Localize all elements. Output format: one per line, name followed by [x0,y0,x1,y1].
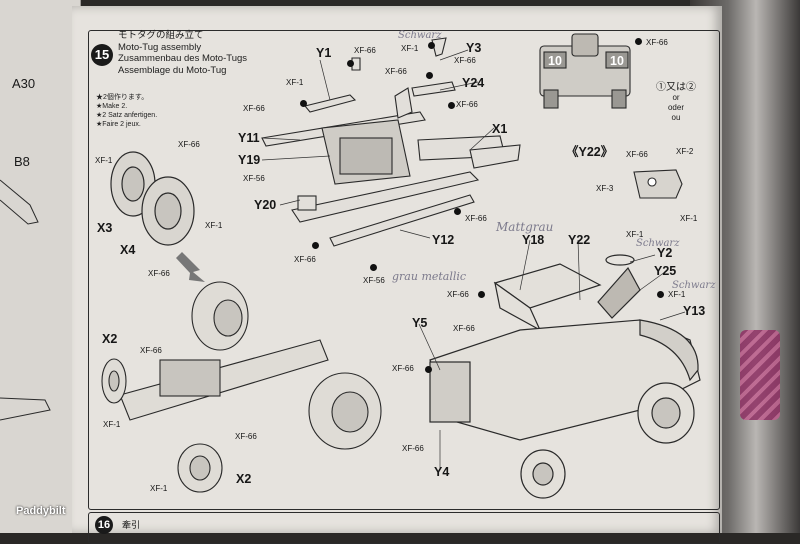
or-legend: ①又は② or oder ou [656,83,696,123]
part-label-y4: Y4 [434,465,450,479]
background-object [740,330,780,420]
step-frame [88,30,720,510]
next-step-title: 牽引 [122,520,141,530]
paint-xf66: XF-66 [354,46,376,55]
paint-dot [657,291,664,298]
paint-xf66: XF-66 [453,324,475,333]
paint-dot [300,100,307,107]
title-german: Zusammenbau des Moto-Tugs [118,53,248,64]
paint-xf1: XF-1 [95,156,113,165]
left-page: A30 B8 [0,0,81,533]
paint-dot [312,242,319,249]
paint-dot [454,208,461,215]
part-label-y5: Y5 [412,316,428,330]
note-en: ★Make 2. [96,103,128,110]
or-legend-fr: ou [671,113,681,122]
paint-dot [347,60,354,67]
title-japanese: モトタグの組み立て [118,30,204,41]
part-label-y24: Y24 [462,76,485,90]
paint-xf1: XF-1 [401,44,419,53]
part-label-y11: Y11 [238,131,260,145]
paint-xf66: XF-66 [626,150,648,159]
paint-xf56: XF-56 [243,174,265,183]
step-number-badge: 15 [91,44,113,66]
part-label-y13: Y13 [683,304,706,318]
top-view-marker-left: 10 [548,54,562,68]
paint-xf1: XF-1 [626,230,644,239]
part-label-y3: Y3 [466,41,482,55]
step-title: モトタグの組み立て Moto-Tug assembly Zusammenbau … [118,30,247,76]
top-view-marker-right: 10 [610,54,624,68]
part-label-b8: B8 [14,154,30,169]
note-de: ★2 Satz anfertigen. [96,112,158,119]
handwritten-schwarz: Schwarz [398,30,442,41]
paint-dot [370,264,377,271]
or-legend-de: oder [667,103,684,112]
paint-dot [426,72,433,79]
paint-xf66: XF-66 [454,56,476,65]
paint-xf1: XF-1 [680,214,698,223]
part-label-x4: X4 [120,243,136,257]
paint-xf66: XF-66 [646,38,668,47]
paint-dot [478,291,485,298]
paint-xf66: XF-66 [140,346,162,355]
paint-xf66: XF-66 [465,214,487,223]
note-ja: ★2個作ります。 [96,94,149,101]
assembly-notes: ★2個作ります。 ★Make 2. ★2 Satz anfertigen. ★F… [96,93,157,129]
part-label-a30: A30 [12,76,36,91]
title-english: Moto-Tug assembly [118,41,202,53]
part-label-x3: X3 [97,221,113,235]
paint-dot [425,366,432,373]
paint-dot [448,102,455,109]
title-french: Assemblage du Moto-Tug [118,64,227,76]
assembly-drawing [0,33,701,499]
part-label-y2: Y2 [657,246,673,260]
paint-xf66: XF-66 [392,364,414,373]
part-label-y1: Y1 [316,46,332,60]
photo-watermark: Paddybilt [16,505,66,517]
part-label-x2-top: X2 [102,332,118,346]
detail-label-y22: 《Y22》 [566,145,614,159]
paint-xf66: XF-66 [148,269,170,278]
paint-xf66: XF-66 [178,140,200,149]
part-label-y19: Y19 [238,153,261,167]
paint-xf1: XF-1 [205,221,223,230]
paint-xf1: XF-1 [150,484,168,493]
part-label-y18: Y18 [522,233,545,247]
paint-xf1: XF-1 [103,420,121,429]
paint-dot [635,38,642,45]
paint-xf1: XF-1 [668,290,686,299]
handwritten-schwarz: Schwarz [672,280,716,291]
handwritten-mattgrau: Mattgrau [496,220,554,234]
part-label-y12: Y12 [432,233,455,247]
paint-dot [428,42,435,49]
part-label-x1: X1 [492,122,508,136]
paint-xf66: XF-66 [402,444,424,453]
paint-xf66: XF-66 [447,290,469,299]
part-label-x2-bottom: X2 [236,472,252,486]
part-label-y25: Y25 [654,264,677,278]
handwritten-grau-metallic: grau metallic [392,270,467,283]
next-step-number-badge: 16 [95,516,113,534]
paint-xf66: XF-66 [243,104,265,113]
note-fr: ★Faire 2 jeux. [96,121,141,128]
paint-xf2: XF-2 [676,147,694,156]
paint-xf56: XF-56 [363,276,385,285]
paint-xf1: XF-1 [286,78,304,87]
paint-xf66: XF-66 [385,67,407,76]
paint-xf66: XF-66 [456,100,478,109]
part-label-y22: Y22 [568,233,591,247]
paint-xf3: XF-3 [596,184,614,193]
part-label-y20: Y20 [254,198,277,212]
paint-xf66: XF-66 [235,432,257,441]
or-legend-en: or [672,93,680,102]
handwritten-schwarz: Schwarz [636,238,680,249]
paint-xf66: XF-66 [294,255,316,264]
or-legend-circled: ①又は② [656,82,696,93]
